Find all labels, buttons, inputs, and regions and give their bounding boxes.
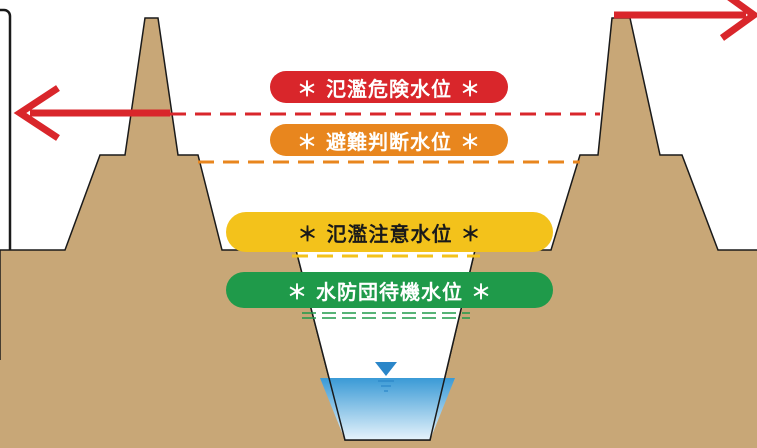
arrow-right-icon xyxy=(614,0,757,41)
levee-terrain xyxy=(0,18,757,448)
channel-outline xyxy=(295,249,476,441)
label-flood-danger-level: ＊ 氾濫危険水位 ＊ xyxy=(270,71,508,103)
water-level-marker-icon xyxy=(375,362,397,376)
label-evacuation-level: ＊ 避難判断水位 ＊ xyxy=(270,124,508,156)
river-water xyxy=(320,378,455,440)
label-flood-warning-level: ＊ 氾濫注意水位 ＊ xyxy=(226,212,553,252)
label-standby-level: ＊ 水防団待機水位 ＊ xyxy=(226,272,553,308)
arrow-left-icon xyxy=(13,85,170,141)
